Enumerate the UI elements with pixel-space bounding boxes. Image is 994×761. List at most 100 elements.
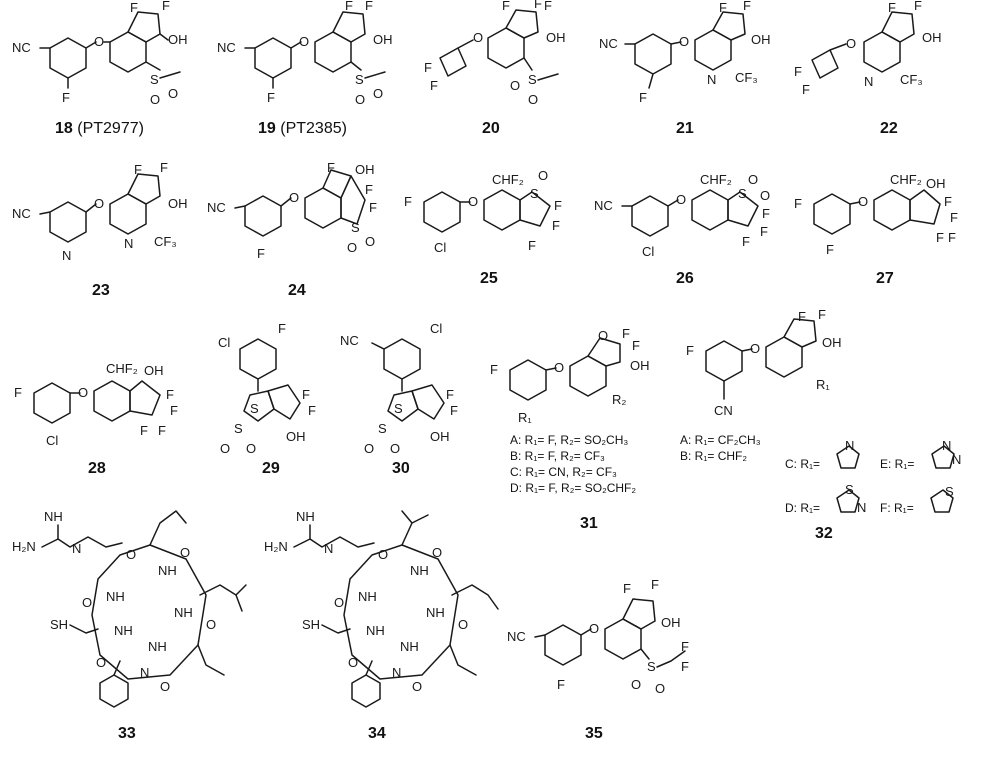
svg-text:F: F: [14, 385, 22, 400]
svg-text:OH: OH: [168, 196, 188, 211]
svg-text:F: F: [936, 230, 944, 245]
svg-text:O: O: [554, 360, 564, 375]
svg-text:F: F: [552, 218, 560, 233]
svg-text:F: F: [632, 338, 640, 353]
svg-text:N: N: [707, 72, 716, 87]
svg-text:CF₃: CF₃: [735, 70, 758, 85]
svg-text:O: O: [760, 188, 770, 203]
label-25: 25: [480, 270, 498, 287]
pyrazole-icon: N N: [931, 438, 961, 469]
svg-text:O: O: [78, 385, 88, 400]
svg-text:O: O: [432, 545, 442, 560]
svg-text:O: O: [150, 92, 160, 107]
svg-text:O: O: [348, 655, 358, 670]
svg-text:F: F: [794, 64, 802, 79]
svg-text:OH: OH: [144, 363, 164, 378]
label-26: 26: [676, 270, 694, 287]
svg-text:O: O: [468, 194, 478, 209]
structure-30: NC Cl S F F OH S O O: [340, 321, 458, 456]
svg-text:O: O: [82, 595, 92, 610]
svg-text:NH: NH: [400, 639, 419, 654]
svg-text:F: F: [130, 0, 138, 15]
svg-text:NC: NC: [599, 36, 618, 51]
svg-text:O: O: [160, 679, 170, 694]
svg-text:H₂N: H₂N: [264, 539, 288, 554]
label-29: 29: [262, 460, 280, 477]
svg-text:N: N: [952, 452, 961, 467]
svg-text:S: S: [250, 401, 259, 416]
svg-text:NC: NC: [12, 40, 31, 55]
isothiazole-icon: S N: [836, 482, 867, 515]
svg-text:S: S: [528, 72, 537, 87]
label-23: 23: [92, 282, 110, 299]
structure-26: NC Cl O CHF₂ S O O F F F: [594, 172, 770, 259]
label-21: 21: [676, 120, 694, 137]
variant-32-b: B: R₁= CHF₂: [680, 449, 748, 463]
svg-text:F: F: [170, 403, 178, 418]
svg-text:N: N: [62, 248, 71, 263]
svg-text:O: O: [96, 655, 106, 670]
svg-text:F: F: [62, 90, 70, 105]
label-24: 24: [288, 282, 306, 299]
svg-text:OH: OH: [661, 615, 681, 630]
svg-text:F: F: [950, 210, 958, 225]
svg-text:NC: NC: [594, 198, 613, 213]
label-31: 31: [580, 515, 598, 532]
svg-text:O: O: [94, 34, 104, 49]
svg-text:O: O: [364, 441, 374, 456]
svg-text:N: N: [942, 438, 951, 453]
svg-text:F: F: [365, 0, 373, 13]
svg-text:O: O: [750, 341, 760, 356]
svg-text:O: O: [220, 441, 230, 456]
svg-text:CF₃: CF₃: [900, 72, 923, 87]
svg-text:CHF₂: CHF₂: [106, 361, 138, 376]
svg-text:S: S: [355, 72, 364, 87]
svg-text:F: F: [490, 362, 498, 377]
svg-text:O: O: [510, 78, 520, 93]
svg-text:NH: NH: [426, 605, 445, 620]
svg-text:F: F: [140, 423, 148, 438]
svg-text:O: O: [347, 240, 357, 255]
label-28: 28: [88, 460, 106, 477]
structure-22: F F O F F OH N CF₃: [794, 0, 942, 97]
svg-text:O: O: [846, 36, 856, 51]
svg-text:OH: OH: [355, 162, 375, 177]
svg-text:R₁: R₁: [816, 377, 830, 392]
structure-24: NC F O F OH F F S O O: [207, 160, 377, 261]
svg-text:S: S: [351, 220, 360, 235]
svg-text:O: O: [631, 677, 641, 692]
svg-text:F: F: [404, 194, 412, 209]
label-32: 32: [815, 525, 833, 542]
svg-text:O: O: [378, 547, 388, 562]
svg-text:F: F: [554, 198, 562, 213]
svg-text:F: F: [794, 196, 802, 211]
svg-text:O: O: [598, 328, 608, 343]
structure-18: NC F O F F OH S O O: [12, 0, 188, 107]
svg-text:F: F: [502, 0, 510, 13]
label-35: 35: [585, 725, 603, 742]
svg-text:S: S: [234, 421, 243, 436]
svg-text:F: F: [327, 160, 335, 175]
svg-text:S: S: [394, 401, 403, 416]
svg-text:F: F: [622, 326, 630, 341]
svg-text:NH: NH: [106, 589, 125, 604]
svg-text:O: O: [655, 681, 665, 696]
svg-text:F: F: [430, 78, 438, 93]
svg-text:OH: OH: [822, 335, 842, 350]
svg-text:O: O: [289, 190, 299, 205]
label-20: 20: [482, 120, 500, 137]
svg-text:OH: OH: [168, 32, 188, 47]
svg-text:F: F: [743, 0, 751, 13]
svg-text:F: F: [528, 238, 536, 253]
svg-text:F: F: [798, 309, 806, 324]
svg-text:O: O: [126, 547, 136, 562]
svg-text:O: O: [94, 196, 104, 211]
label-33: 33: [118, 725, 136, 742]
variant-31-d: D: R₁= F, R₂= SO₂CHF₂: [510, 481, 637, 495]
svg-text:O: O: [679, 34, 689, 49]
svg-text:F: F: [818, 307, 826, 322]
variant-32-c: C: R₁= N: [785, 434, 863, 472]
variant-32-a: A: R₁= CF₂CH₃: [680, 433, 761, 447]
svg-text:OH: OH: [286, 429, 306, 444]
svg-text:O: O: [858, 194, 868, 209]
